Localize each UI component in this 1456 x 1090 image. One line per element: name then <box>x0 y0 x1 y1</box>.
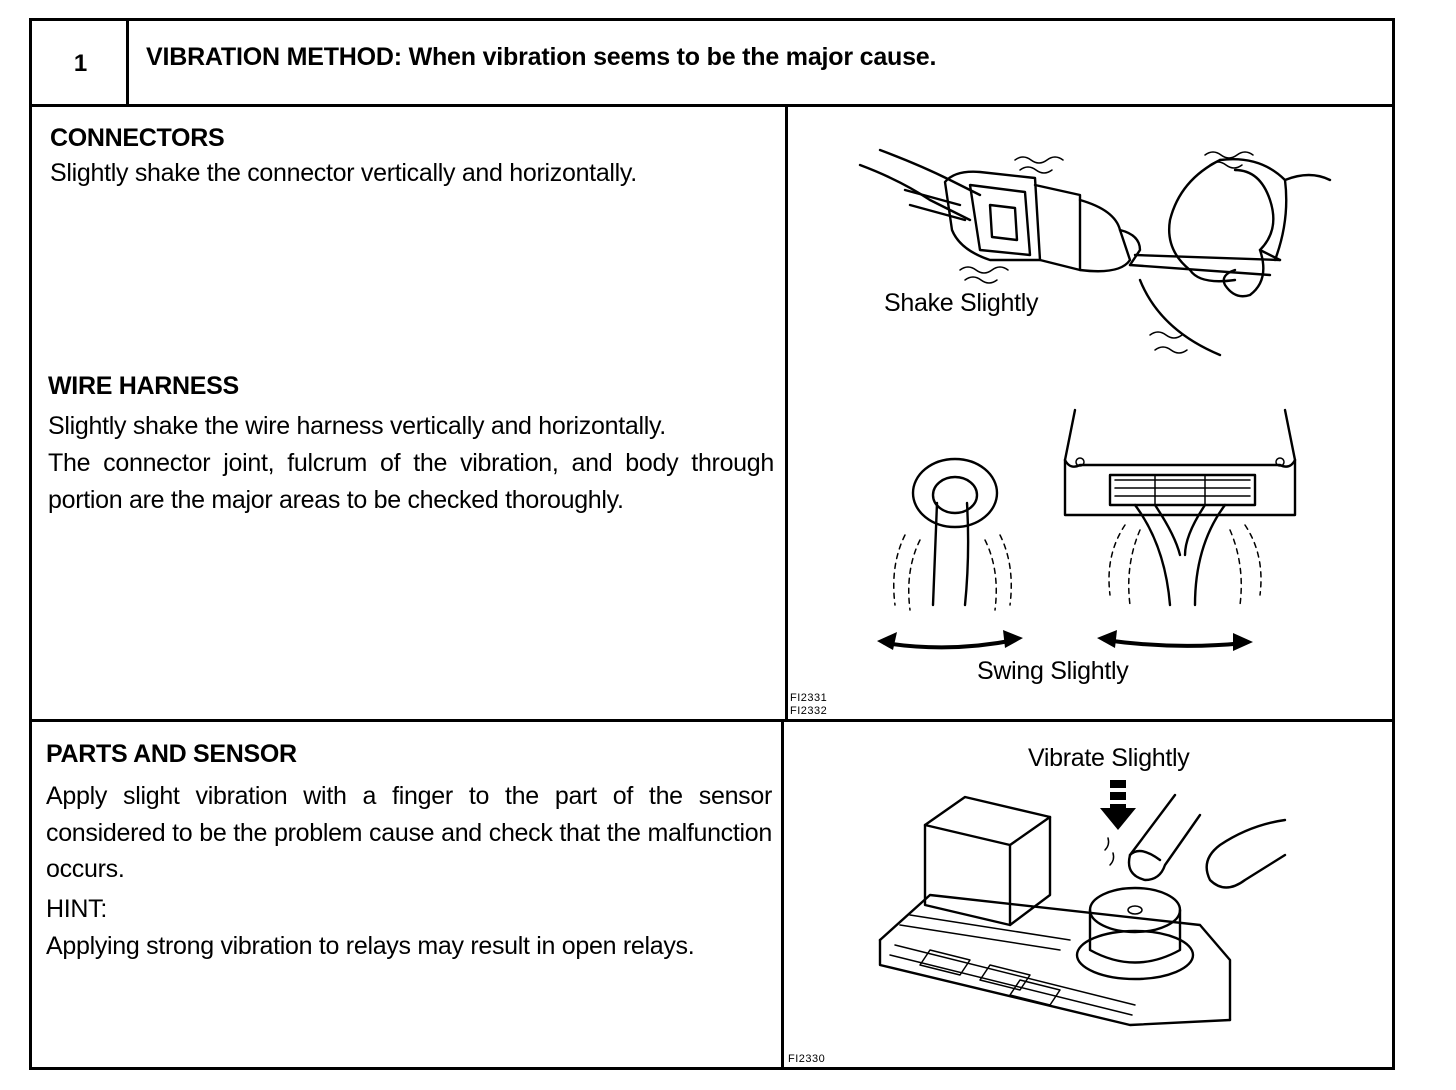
relay-sensor-icon <box>878 795 1232 1027</box>
hint-text: Applying strong vibration to relays may … <box>46 932 695 960</box>
connector-shake-icon <box>858 148 1332 357</box>
double-arrow-icon <box>877 630 1023 650</box>
down-arrow-icon <box>1100 780 1136 830</box>
step-number-divider <box>126 20 129 107</box>
hint-label: HINT: <box>46 895 108 923</box>
parts-sensor-text: Apply slight vibration with a finger to … <box>46 782 772 883</box>
column-divider-bottom <box>781 721 784 1068</box>
ecu-harness-icon <box>1063 408 1297 607</box>
wire-harness-text-1: Slightly shake the wire harness vertical… <box>48 412 666 440</box>
finger-icon <box>1104 793 1287 889</box>
connectors-heading: CONNECTORS <box>50 124 225 152</box>
figure-code-1: FI2331 <box>790 692 828 704</box>
step-title: VIBRATION METHOD: When vibration seems t… <box>146 43 937 71</box>
figure-code-2: FI2332 <box>790 705 828 717</box>
wire-harness-heading: WIRE HARNESS <box>48 372 239 400</box>
column-divider-top <box>785 106 788 720</box>
header-divider <box>31 104 1393 107</box>
sensor-caption: Vibrate Slightly <box>1028 744 1190 772</box>
double-arrow-icon <box>1097 630 1253 651</box>
wire-harness-text-2: The connector joint, fulcrum of the vibr… <box>48 449 774 514</box>
parts-sensor-heading: PARTS AND SENSOR <box>46 740 297 768</box>
procedure-table <box>29 18 1395 1070</box>
step-number: 1 <box>73 50 88 77</box>
connectors-text: Slightly shake the connector vertically … <box>50 159 637 187</box>
row-divider <box>31 719 1393 722</box>
grommet-harness-icon <box>893 457 1012 611</box>
figure-code-3: FI2330 <box>788 1053 826 1065</box>
harness-caption: Swing Slightly <box>977 657 1129 685</box>
connector-caption: Shake Slightly <box>884 289 1039 317</box>
